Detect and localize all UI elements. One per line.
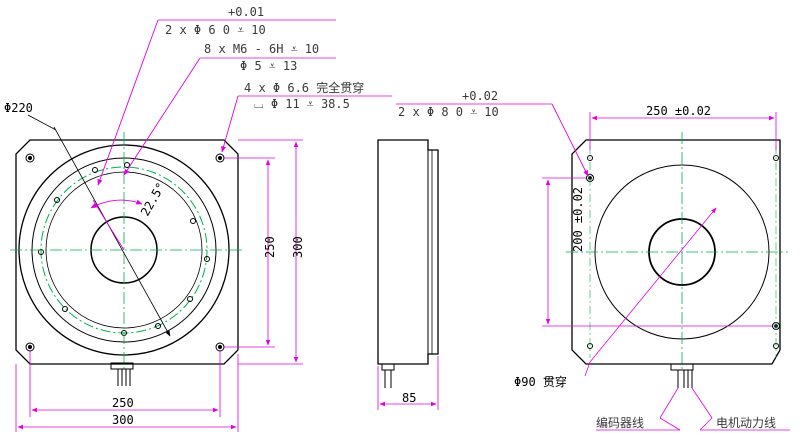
front-height-dimensions [224,139,303,365]
front-height-outer-label: 300 [291,236,305,258]
rear-width-label: 250 ±0.02 [646,104,711,118]
front-drill-note: Φ 5 ⩡ 13 [240,59,297,73]
side-body-outline [377,139,439,365]
side-cable-connector [381,363,395,388]
rear-encoder-label: 编码器线 [596,415,644,430]
front-thread-note: 8 x M6 - 6H ⩡ 10 [204,42,319,56]
front-slot-tolerance: +0.01 [228,5,264,19]
front-angle-label: 22.5° [138,180,168,218]
front-counterbore-note: ⌴ Φ 11 ⩡ 38.5 [254,97,350,111]
rear-view: +0.02 2 x Φ 8 0 ⩡ 10 250 ±0.02 200 ±0.02… [396,89,790,431]
rear-slot-note: 2 x Φ 8 0 ⩡ 10 [398,105,499,119]
rear-width-dimension [589,112,777,150]
front-hole-note: 4 x Φ 6.6 完全贯穿 [244,80,364,95]
side-view: 85 [377,139,439,410]
front-slot-note: 2 x Φ 6 0 ⩡ 10 [165,23,266,37]
front-width-outer-label: 300 [112,413,134,427]
rear-motor-label: 电机动力线 [716,416,776,430]
rear-cable-connector [670,363,694,388]
front-width-inner-label: 250 [112,396,134,410]
front-cable-connector [110,362,134,386]
front-body-outline [15,139,239,365]
rear-slot-tolerance: +0.02 [462,89,498,103]
side-thickness-dimension [377,356,439,410]
front-height-inner-label: 250 [263,236,277,258]
side-thickness-label: 85 [402,391,416,405]
front-view: +0.01 2 x Φ 6 0 ⩡ 10 8 x M6 - 6H ⩡ 10 Φ … [4,5,392,432]
rear-bore-label: Φ90 贯穿 [514,374,567,389]
rear-height-label: 200 ±0.02 [571,187,585,252]
front-corner-holes [25,153,225,352]
front-width-dimensions [15,350,239,432]
front-diameter-label: Φ220 [4,101,33,115]
rear-height-dimension [542,177,772,327]
